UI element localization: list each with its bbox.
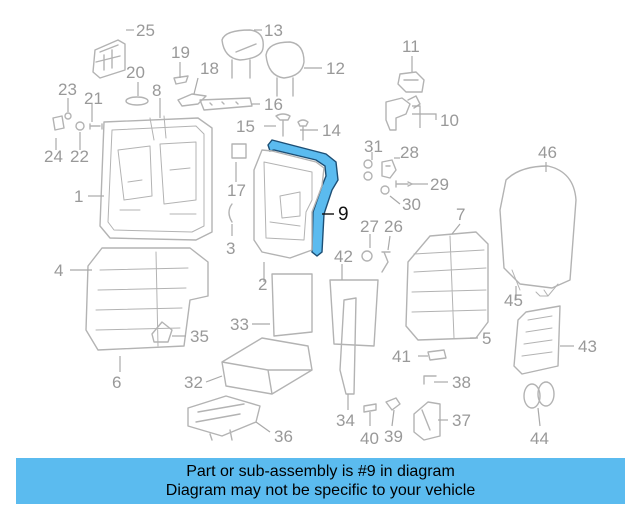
part-33-panel (271, 273, 313, 337)
part-37-bracket (413, 401, 441, 441)
part-25-bracket (92, 39, 126, 79)
callout-46: 46 (538, 143, 557, 162)
callout-30: 30 (402, 195, 421, 214)
banner-line-disclaimer: Diagram may not be specific to your vehi… (165, 482, 476, 499)
callout-19: 19 (171, 43, 190, 62)
callout-24: 24 (44, 147, 63, 166)
part-13-headrest (221, 29, 264, 79)
part-41-clip (427, 349, 447, 361)
part-29-bolt (395, 180, 413, 188)
part-42-panel (329, 279, 379, 347)
part-22-nut (75, 121, 85, 131)
callout-11: 11 (402, 37, 420, 56)
part-31-nut (363, 159, 373, 181)
callout-13: 13 (264, 21, 283, 40)
callout-10: 10 (440, 111, 459, 130)
part-26-bolt (381, 251, 391, 273)
part-34-strip (339, 297, 357, 395)
part-16-strip (199, 97, 253, 111)
callout-35: 35 (190, 327, 209, 346)
callout-29: 29 (430, 175, 449, 194)
callout-28: 28 (400, 143, 419, 162)
part-10-latch (385, 95, 421, 131)
callout-2: 2 (258, 275, 267, 294)
callout-17: 17 (227, 181, 246, 200)
part-30-washer (380, 185, 390, 195)
part-27-nut (361, 250, 373, 262)
callout-34: 34 (336, 411, 355, 430)
callout-39: 39 (384, 427, 403, 446)
part-17-cover (228, 143, 247, 223)
part-40-clip (363, 403, 377, 413)
callout-27: 27 (360, 217, 379, 236)
callout-44: 44 (530, 429, 549, 448)
banner-line-part: Part or sub-assembly is #9 in diagram (186, 463, 455, 480)
part-46-back-pad (499, 165, 577, 297)
callout-32: 32 (184, 373, 203, 392)
part-14-guide (297, 119, 309, 141)
callout-38: 38 (452, 373, 471, 392)
callout-3: 3 (226, 239, 235, 258)
callout-labels: 25 13 19 20 18 12 11 23 21 8 16 15 14 10… (44, 21, 597, 448)
callout-42: 42 (334, 247, 353, 266)
callout-21: 21 (84, 89, 103, 108)
part-23-clip (64, 112, 72, 120)
leader-lines (55, 29, 574, 433)
part-24-bracket (52, 115, 65, 131)
part-3-seat-back (253, 149, 325, 259)
callout-22: 22 (70, 147, 89, 166)
part-8-seat-back-frame (99, 115, 213, 241)
part-21-bolt (89, 123, 103, 130)
callout-37: 37 (452, 411, 471, 430)
callout-18: 18 (200, 59, 219, 78)
part-43-panel (513, 305, 561, 375)
part-15-guide (275, 113, 291, 137)
part-4-seat-cushion (85, 247, 209, 351)
part-12-headrest (265, 41, 305, 97)
part-19-clip (173, 75, 189, 85)
callout-1: 1 (74, 187, 83, 206)
part-36-frame (187, 395, 261, 441)
callout-20: 20 (126, 63, 145, 82)
callout-23: 23 (58, 80, 77, 99)
callout-15: 15 (236, 117, 255, 136)
part-7-seat-cover (405, 231, 489, 341)
info-banner: Part or sub-assembly is #9 in diagram Di… (16, 458, 625, 504)
callout-33: 33 (230, 315, 249, 334)
callout-36: 36 (274, 427, 293, 446)
callout-41: 41 (392, 347, 411, 366)
callout-45: 45 (504, 291, 523, 310)
callout-5: 5 (482, 329, 491, 348)
part-32-cushion-pad (221, 337, 313, 395)
callout-43: 43 (578, 337, 597, 356)
part-35-buckle (151, 321, 173, 343)
part-11-trim (397, 71, 425, 93)
callout-40: 40 (360, 429, 379, 448)
part-39-clip (385, 397, 401, 411)
part-28-hinge (381, 159, 397, 179)
callout-25: 25 (136, 21, 155, 40)
part-20-pad (125, 96, 149, 106)
callout-14: 14 (322, 121, 341, 140)
callout-9: 9 (338, 204, 349, 225)
part-38-bracket (423, 375, 437, 385)
callout-12: 12 (326, 59, 345, 78)
part-44-discs (523, 381, 555, 409)
callout-6: 6 (112, 373, 121, 392)
callout-8: 8 (152, 81, 161, 100)
part-9-frame-trim (267, 139, 339, 257)
callout-16: 16 (264, 95, 283, 114)
callout-4: 4 (54, 261, 63, 280)
callout-31: 31 (364, 137, 383, 156)
callout-26: 26 (384, 217, 403, 236)
callout-7: 7 (456, 205, 465, 224)
